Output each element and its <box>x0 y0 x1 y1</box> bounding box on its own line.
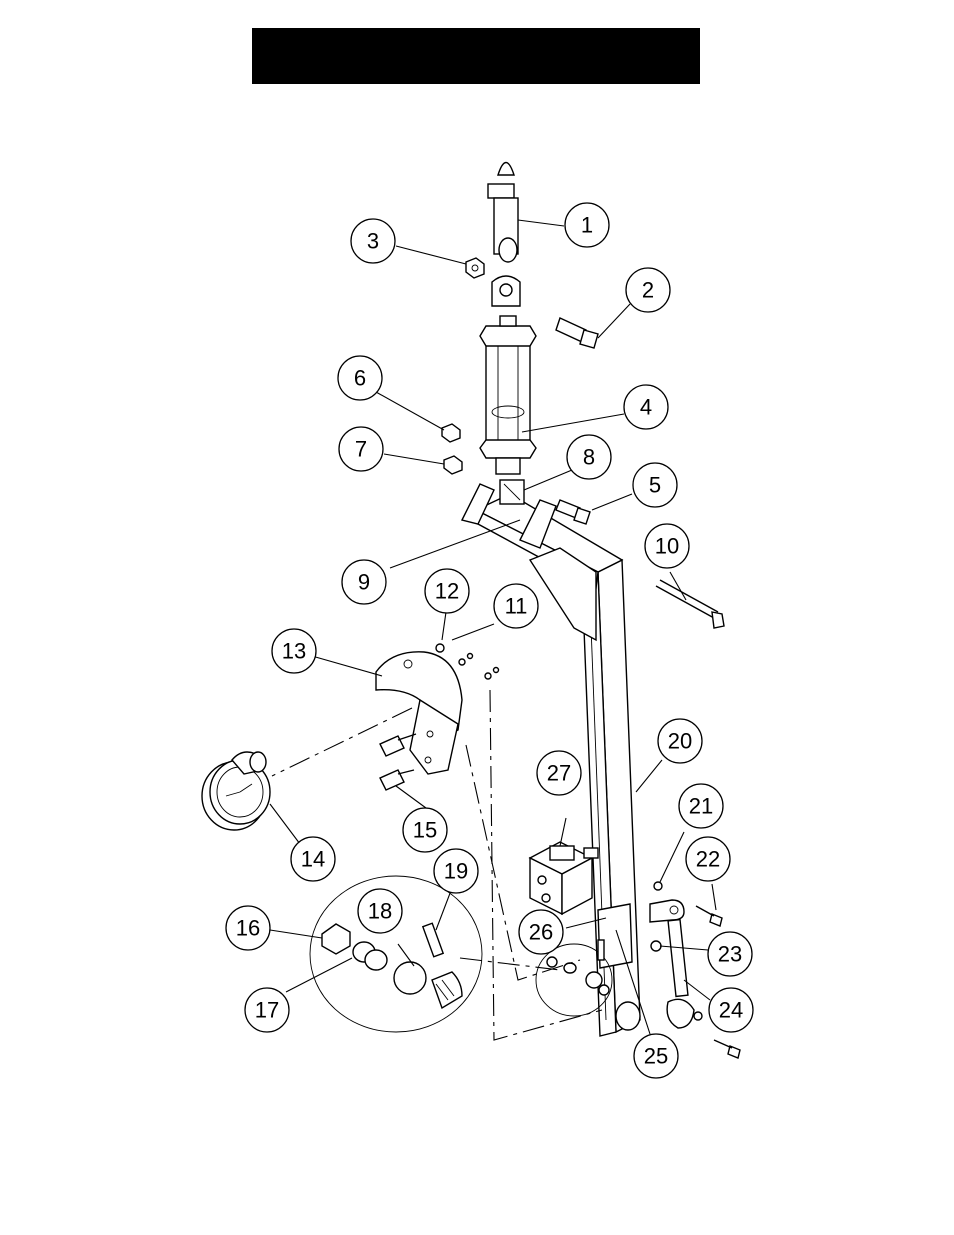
callout-11-label: 11 <box>505 594 528 619</box>
nut-part-6 <box>442 424 460 442</box>
callout-19-label: 19 <box>444 859 468 884</box>
callout-10: 10 <box>645 524 689 568</box>
callout-8-label: 8 <box>583 445 595 470</box>
callout-22-label: 22 <box>696 847 720 872</box>
long-bolt-part-10 <box>656 580 724 628</box>
callout-21: 21 <box>679 784 723 828</box>
callout-7-label: 7 <box>355 437 367 462</box>
callout-24-label: 24 <box>719 998 743 1023</box>
gauge-bracket-part-13 <box>376 652 462 774</box>
callout-26: 26 <box>519 910 563 954</box>
callout-22: 22 <box>686 837 730 881</box>
callout-9: 9 <box>342 560 386 604</box>
callout-4: 4 <box>624 385 668 429</box>
callout-27: 27 <box>537 751 581 795</box>
callout-15-label: 15 <box>413 818 437 843</box>
pin-part-2 <box>556 318 598 348</box>
callout-24: 24 <box>709 988 753 1032</box>
callout-8: 8 <box>567 435 611 479</box>
callout-11: 11 <box>494 584 538 628</box>
valve-block-part-27 <box>530 842 598 914</box>
callout-14-label: 14 <box>301 847 325 872</box>
callout-7: 7 <box>339 427 383 471</box>
callout-19: 19 <box>434 849 478 893</box>
callout-14: 14 <box>291 837 335 881</box>
pressure-gauge-part-14 <box>202 752 270 830</box>
callout-3-label: 3 <box>367 229 379 254</box>
nut-part-7 <box>444 456 462 474</box>
callout-18-label: 18 <box>368 899 392 924</box>
bolts-part-15 <box>380 734 416 790</box>
callout-1: 1 <box>565 203 609 247</box>
callout-10-label: 10 <box>655 534 679 559</box>
hydraulic-cylinder-part-4 <box>480 316 536 474</box>
callout-16: 16 <box>226 906 270 950</box>
callout-3: 3 <box>351 219 395 263</box>
callout-16-label: 16 <box>236 916 260 941</box>
callout-6: 6 <box>338 356 382 400</box>
callout-25-label: 25 <box>644 1044 668 1069</box>
callout-4-label: 4 <box>640 395 652 420</box>
callout-18: 18 <box>358 889 402 933</box>
callout-2-label: 2 <box>642 278 654 303</box>
callout-15: 15 <box>403 808 447 852</box>
callout-5-label: 5 <box>649 473 661 498</box>
callout-17-label: 17 <box>255 998 279 1023</box>
callout-9-label: 9 <box>358 570 370 595</box>
callout-6-label: 6 <box>354 366 366 391</box>
callout-25: 25 <box>634 1034 678 1078</box>
callout-13-label: 13 <box>282 639 306 664</box>
nut-part-3 <box>466 258 484 278</box>
callout-12: 12 <box>425 569 469 613</box>
callout-23: 23 <box>708 932 752 976</box>
callout-12-label: 12 <box>435 579 459 604</box>
callout-1-label: 1 <box>581 213 593 238</box>
callout-23-label: 23 <box>718 942 742 967</box>
callout-17: 17 <box>245 988 289 1032</box>
spacer-part-8 <box>500 480 524 504</box>
callout-13: 13 <box>272 629 316 673</box>
pin-part-5 <box>556 500 590 524</box>
callout-20: 20 <box>658 719 702 763</box>
callout-21-label: 21 <box>689 794 713 819</box>
callout-5: 5 <box>633 463 677 507</box>
callout-26-label: 26 <box>529 920 553 945</box>
callout-2: 2 <box>626 268 670 312</box>
callout-20-label: 20 <box>668 729 692 754</box>
callout-27-label: 27 <box>547 761 571 786</box>
shackle-part-1 <box>488 163 520 307</box>
